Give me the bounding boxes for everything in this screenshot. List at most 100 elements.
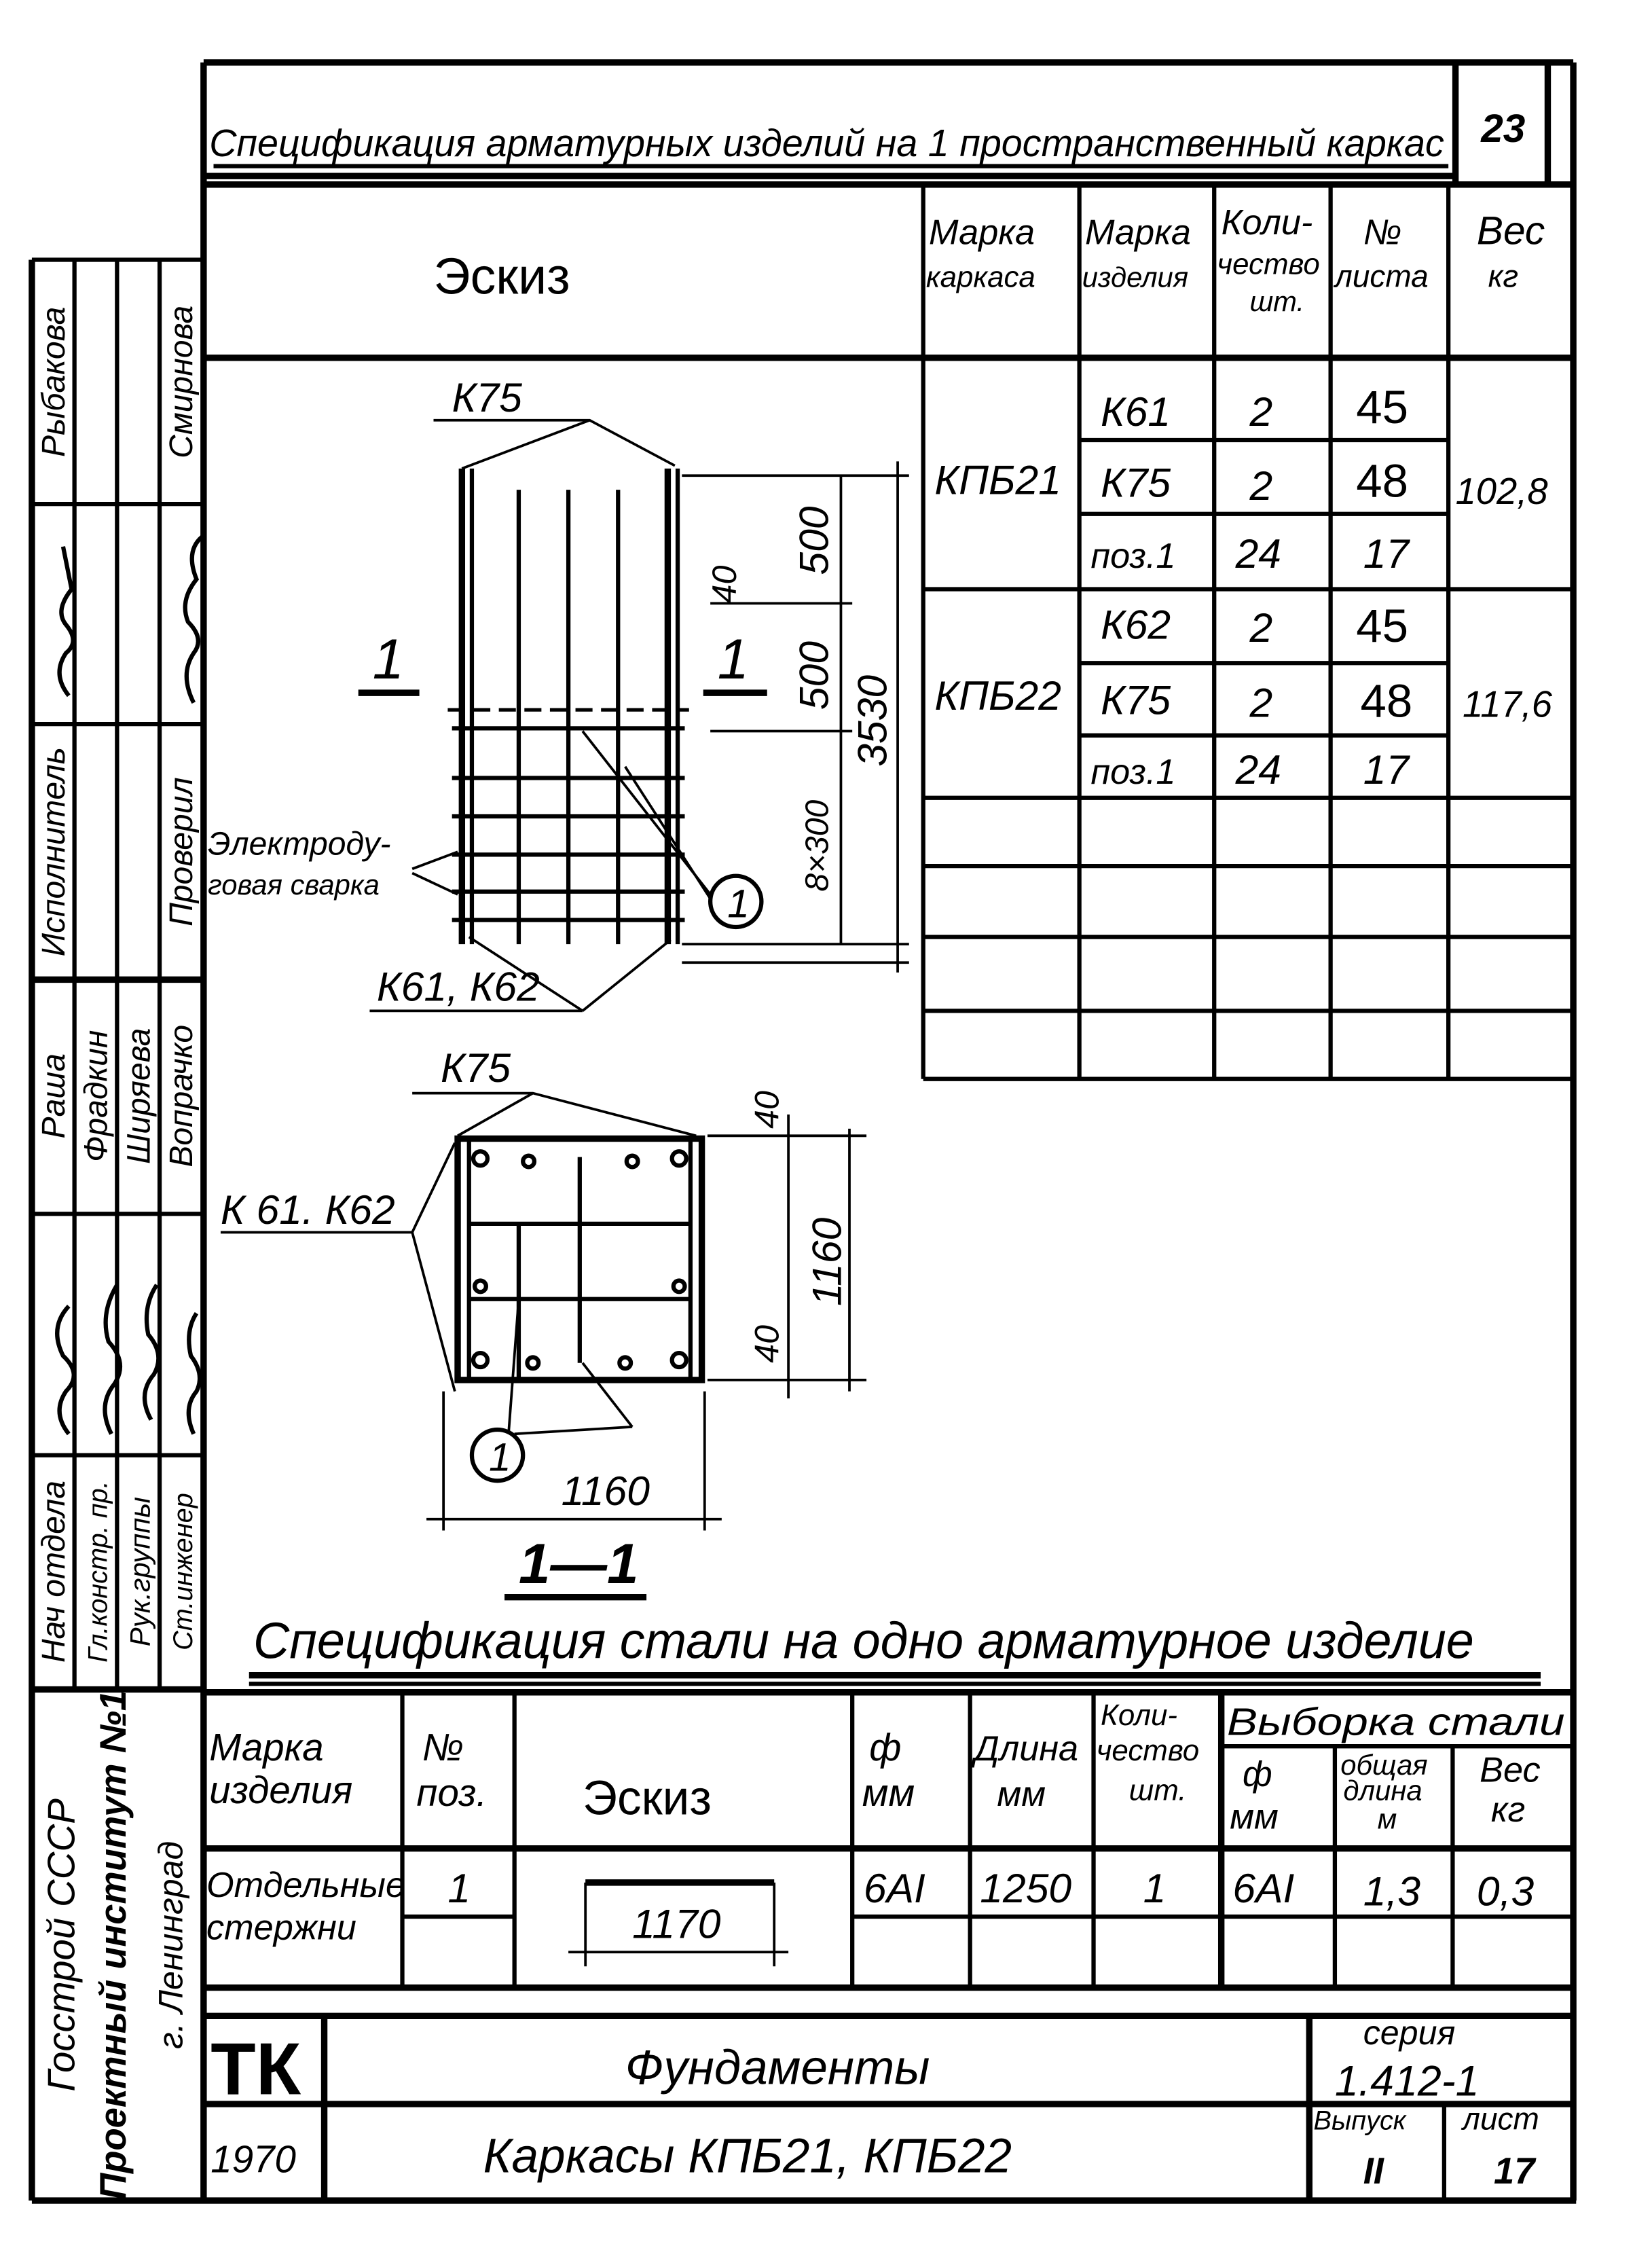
signatures — [55, 535, 204, 1436]
section-mark-left: 1 — [373, 627, 404, 691]
dim-1160-width: 1160 — [562, 1468, 650, 1514]
approval-stamp: Рыбакова Смирнова Исполнитель Проверил Р… — [29, 257, 204, 2201]
item-qty: 24 — [1235, 530, 1281, 577]
dim-3530: 3530 — [849, 675, 895, 767]
rebar-sketch — [568, 1879, 789, 1967]
stamp-name: Смирнова — [163, 306, 200, 458]
stamp-org: Госстрой СССР — [40, 1798, 83, 2092]
section-title: 1—1 — [519, 1532, 639, 1595]
stamp-name: Фрадкин — [78, 1030, 115, 1162]
position-callout-circle — [469, 1427, 526, 1483]
label-k75: К75 — [441, 1045, 511, 1091]
item-mark: К61 — [1101, 388, 1171, 435]
item-sheet: 48 — [1356, 455, 1408, 507]
title-subject: Фундаменты — [625, 2042, 930, 2095]
title-series-label: серия — [1363, 2014, 1456, 2052]
section-mark-right: 1 — [718, 627, 750, 691]
dim-40-bottom: 40 — [748, 1325, 786, 1363]
item-qty: 24 — [1235, 746, 1281, 793]
title-block: ТК Фундаменты серия 1.412-1 1970 Каркасы… — [203, 2012, 1574, 2201]
page-number: 23 — [1480, 107, 1525, 151]
stamp-role: Рук.группы — [124, 1497, 155, 1646]
title-year: 1970 — [210, 2137, 296, 2180]
label-k61-k62: К 61. К62 — [221, 1187, 395, 1233]
item-sheet: 45 — [1356, 381, 1408, 433]
frame-mark-kpb22: КПБ22 — [934, 672, 1061, 719]
stamp-name: Раша — [35, 1053, 72, 1138]
steel-row-sel-total-length: 1,3 — [1363, 1868, 1421, 1914]
dim-40: 40 — [705, 566, 744, 604]
dim-40-top: 40 — [748, 1091, 786, 1129]
dim-1160-height: 1160 — [803, 1218, 849, 1307]
frame-weight: 102,8 — [1456, 471, 1548, 512]
item-mark: К62 — [1101, 602, 1171, 648]
weld-label: Электроду-говая сварка — [208, 825, 390, 901]
stamp-name: Вопрачко — [163, 1025, 200, 1167]
steel-spec-table: Спецификация стали на одно арматурное из… — [203, 1612, 1574, 1991]
item-qty: 2 — [1249, 388, 1272, 435]
title-sheet-label: лист — [1461, 2101, 1539, 2137]
sheet-frame — [31, 59, 1577, 2204]
stamp-org: г. Ленинград — [152, 1841, 190, 2049]
stamp-role: Нач отдела — [35, 1481, 72, 1663]
title-issue: II — [1363, 2150, 1385, 2192]
steel-header-sketch: Эскиз — [583, 1772, 712, 1826]
item-sheet: 48 — [1361, 675, 1413, 727]
dim-500-mid: 500 — [791, 641, 837, 710]
title-code: ТК — [210, 2028, 301, 2110]
position-callout-circle — [708, 873, 764, 930]
steel-row-qty: 1 — [1143, 1865, 1167, 1911]
stamp-name: Рыбакова — [35, 307, 72, 457]
steel-row-pos: 1 — [447, 1865, 471, 1911]
sketch-header: Эскиз — [434, 248, 570, 305]
sheet-title-row: Спецификация арматурных изделий на 1 про… — [203, 62, 1552, 185]
stamp-role: Ст.инженер — [168, 1493, 198, 1650]
steel-spec-title: Спецификация стали на одно арматурное из… — [253, 1612, 1474, 1669]
position-callout: 1 — [489, 1436, 511, 1480]
steel-row-sel-weight: 0,3 — [1477, 1868, 1535, 1914]
stamp-role: Проверил — [163, 777, 200, 926]
stamp-name: Ширяева — [120, 1028, 157, 1164]
item-sheet: 17 — [1363, 530, 1411, 577]
frame-weight: 117,6 — [1463, 684, 1553, 725]
dim-500-top: 500 — [791, 506, 837, 575]
title-issue-label: Выпуск — [1314, 2106, 1408, 2136]
item-mark: К75 — [1101, 460, 1171, 506]
title-sheet: 17 — [1494, 2150, 1537, 2192]
stamp-org: Проектный институт №1 — [92, 1690, 134, 2200]
frame-elevation-drawing: К75 1 1 500 500 8×300 3530 40 — [208, 374, 909, 1013]
rebar-sketch-dim: 1170 — [632, 1900, 721, 1946]
item-mark: поз.1 — [1090, 537, 1175, 576]
dim-8x300: 8×300 — [799, 800, 836, 892]
steel-row-length: 1250 — [980, 1865, 1071, 1911]
item-mark: К75 — [1101, 676, 1171, 723]
section-1-1-drawing: К75 К 61. К62 40 1160 40 1160 1 — [221, 1045, 867, 1601]
item-sheet: 17 — [1363, 746, 1411, 793]
steel-row-sel-dia: 6AI — [1232, 1865, 1294, 1911]
stamp-role: Исполнитель — [35, 747, 72, 956]
label-k61-k62: К61, К62 — [377, 964, 540, 1010]
title-name: Каркасы КПБ21, КПБ22 — [483, 2129, 1012, 2183]
rebar-dots — [471, 1149, 689, 1371]
item-qty: 2 — [1249, 680, 1272, 726]
frame-mark-kpb21: КПБ21 — [934, 456, 1061, 503]
steel-row-dia: 6AI — [864, 1865, 925, 1911]
label-k75: К75 — [452, 374, 522, 420]
sheet-title: Спецификация арматурных изделий на 1 про… — [209, 122, 1444, 164]
item-sheet: 45 — [1356, 600, 1408, 652]
